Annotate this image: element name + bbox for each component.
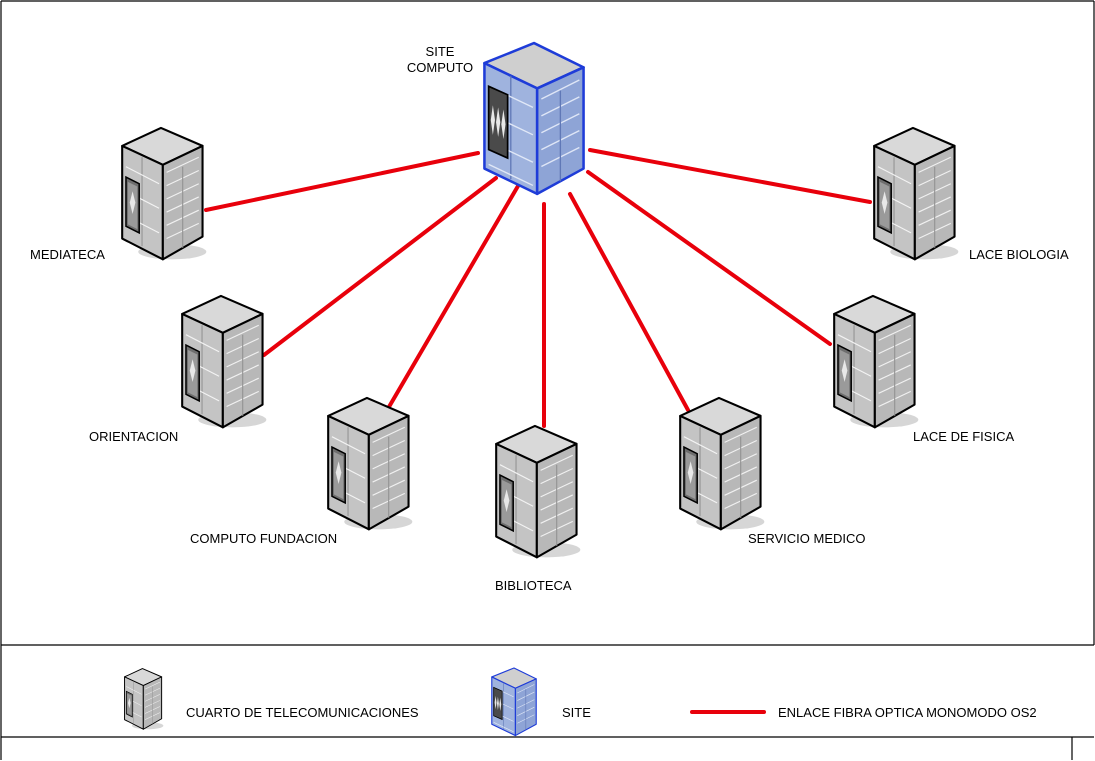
node-biblioteca: BIBLIOTECA [495, 424, 582, 593]
node-mediateca: MEDIATECA [30, 126, 208, 262]
telecom-rack-icon [181, 294, 268, 429]
legend-fiber-link: ENLACE FIBRA OPTICA MONOMODO OS2 [690, 705, 1037, 720]
telecom-rack-icon [327, 396, 414, 531]
telecom-rack-icon [873, 126, 960, 261]
node-computo-fundacion: COMPUTO FUNDACION [190, 396, 414, 546]
fiber-link-lace-de-fisica [586, 170, 832, 346]
node-orientacion: ORIENTACION [89, 294, 268, 444]
legend-telecom-room-label: CUARTO DE TELECOMUNICACIONES [186, 705, 419, 720]
node-label: COMPUTO FUNDACION [190, 531, 337, 546]
node-lace-de-fisica: LACE DE FISICA [833, 294, 1014, 444]
legend-site-label: SITE [562, 705, 591, 720]
telecom-rack-icon [833, 294, 920, 429]
node-servicio-medico: SERVICIO MEDICO [679, 396, 866, 546]
legend-site: SITE [491, 667, 591, 737]
site-rack-icon [491, 667, 537, 737]
fiber-link-servicio-medico [568, 192, 690, 412]
site-computo: SITE COMPUTO [407, 41, 585, 196]
fiber-links [204, 148, 872, 428]
site-rack-icon [483, 41, 585, 196]
site-label-line2: COMPUTO [407, 60, 473, 75]
node-label: MEDIATECA [30, 247, 105, 262]
legend-fiber-link-label: ENLACE FIBRA OPTICA MONOMODO OS2 [778, 705, 1037, 720]
fiber-link-orientacion [262, 176, 498, 357]
node-lace-biologia: LACE BIOLOGIA [873, 126, 1069, 262]
fiber-link-mediateca [204, 151, 480, 212]
fiber-link-computo-fundacion [384, 184, 520, 414]
node-label: ORIENTACION [89, 429, 178, 444]
node-label: LACE BIOLOGIA [969, 247, 1069, 262]
legend: CUARTO DE TELECOMUNICACIONES SITE ENLACE… [124, 667, 1037, 737]
telecom-rack-icon [679, 396, 766, 531]
legend-telecom-room: CUARTO DE TELECOMUNICACIONES [124, 668, 419, 730]
fiber-link-lace-biologia [588, 148, 872, 204]
node-label: LACE DE FISICA [913, 429, 1014, 444]
telecom-rack-icon [124, 668, 164, 730]
telecom-rack-icon [495, 424, 582, 559]
node-label: SERVICIO MEDICO [748, 531, 866, 546]
node-label: BIBLIOTECA [495, 578, 572, 593]
site-label-line1: SITE [426, 44, 455, 59]
telecom-rack-icon [121, 126, 208, 261]
